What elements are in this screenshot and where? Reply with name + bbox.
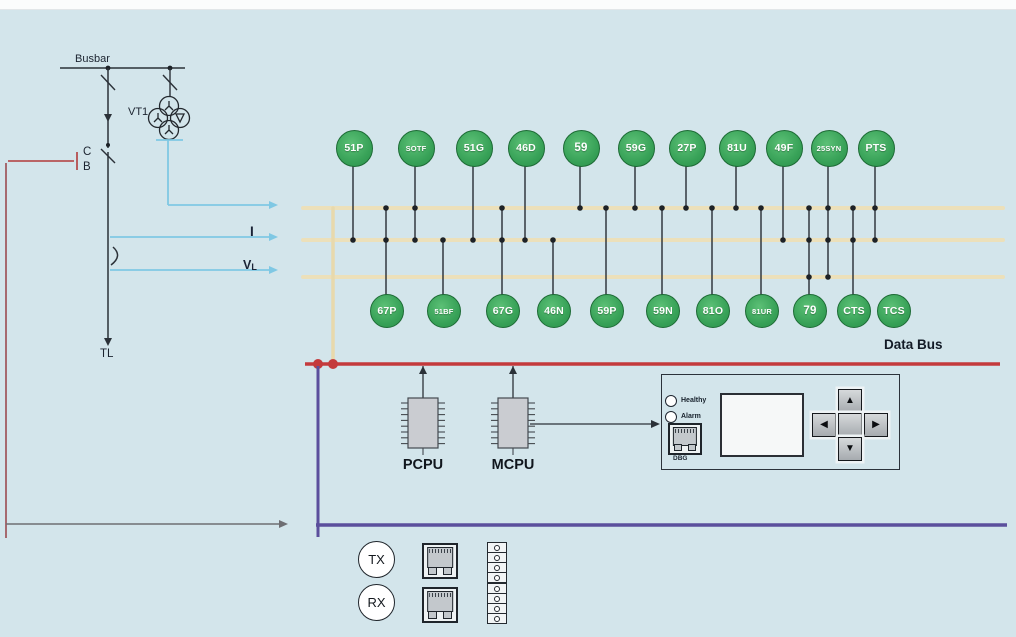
- mcpu-chip-icon: [491, 366, 535, 455]
- vt-icon: [147, 95, 191, 141]
- relay-79: 79: [793, 294, 827, 328]
- terminal-block-icon: [487, 542, 507, 583]
- relay-67g: 67G: [486, 294, 520, 328]
- dbg-port-icon: [668, 423, 702, 455]
- relay-cts: CTS: [837, 294, 871, 328]
- hmi-panel: Healthy Alarm DBG: [661, 374, 900, 470]
- busbar-label: Busbar: [75, 53, 110, 65]
- relay-51bf: 51BF: [427, 294, 461, 328]
- station-bus-line: [316, 366, 1007, 537]
- relay-81o: 81O: [696, 294, 730, 328]
- dpad-left-button[interactable]: ◀: [812, 413, 836, 437]
- mcpu-label: MCPU: [491, 457, 535, 473]
- relay-67p: 67P: [370, 294, 404, 328]
- vt1-label: VT1: [128, 106, 149, 118]
- healthy-label: Healthy: [681, 397, 707, 404]
- data-bus-label: Data Bus: [884, 337, 943, 352]
- trip-line-arrow: [104, 338, 112, 346]
- relay-59g: 59G: [617, 129, 655, 167]
- arrow-left-icon: ◀: [820, 419, 828, 430]
- relay-59p: 59P: [590, 294, 624, 328]
- relay-25syn: 25SYN: [810, 129, 848, 167]
- relay-51g: 51G: [455, 129, 493, 167]
- analog-lines: [110, 139, 271, 271]
- hmi-screen: [720, 393, 804, 457]
- relay-81u: 81U: [718, 129, 756, 167]
- rx-ethernet-port-icon: [422, 587, 458, 623]
- relay-46n: 46N: [537, 294, 571, 328]
- alarm-label: Alarm: [681, 413, 701, 420]
- rx-label: RX: [358, 584, 395, 621]
- relay-51p: 51P: [335, 129, 373, 167]
- healthy-led-icon: [665, 395, 677, 407]
- tx-label: TX: [358, 541, 395, 578]
- line-voltage-label: VL: [243, 258, 257, 272]
- relay-tcs: TCS: [877, 294, 911, 328]
- pcpu-chip-icon: [401, 366, 445, 455]
- relay-sotf: SOTF: [397, 129, 435, 167]
- relay-81ur: 81UR: [745, 294, 779, 328]
- arrow-down-icon: ▼: [845, 443, 855, 454]
- dpad-down-button[interactable]: ▼: [838, 437, 862, 461]
- trip-line-label: TL: [100, 348, 114, 360]
- relay-pts: PTS: [857, 129, 895, 167]
- terminal-block-icon: [487, 583, 507, 624]
- dpad-center-button[interactable]: [838, 413, 862, 437]
- relay-59n: 59N: [646, 294, 680, 328]
- current-label: I: [250, 224, 254, 239]
- alarm-led-icon: [665, 411, 677, 423]
- tx-ethernet-port-icon: [422, 543, 458, 579]
- dpad-right-button[interactable]: ▶: [864, 413, 888, 437]
- signal-bus-lines: [301, 206, 1005, 365]
- relay-49f: 49F: [765, 129, 803, 167]
- relay-59: 59: [562, 129, 600, 167]
- top-strip: [0, 0, 1016, 10]
- arrow-up-icon: ▲: [845, 395, 855, 406]
- arrow-right-icon: ▶: [872, 419, 880, 430]
- ct-icon: [110, 246, 119, 266]
- relay-46d: 46D: [507, 129, 545, 167]
- pcpu-label: PCPU: [402, 457, 444, 473]
- relay-27p: 27P: [668, 129, 706, 167]
- dbg-label: DBG: [673, 455, 688, 462]
- trip-wiring: [5, 152, 288, 538]
- dpad-up-button[interactable]: ▲: [838, 389, 862, 413]
